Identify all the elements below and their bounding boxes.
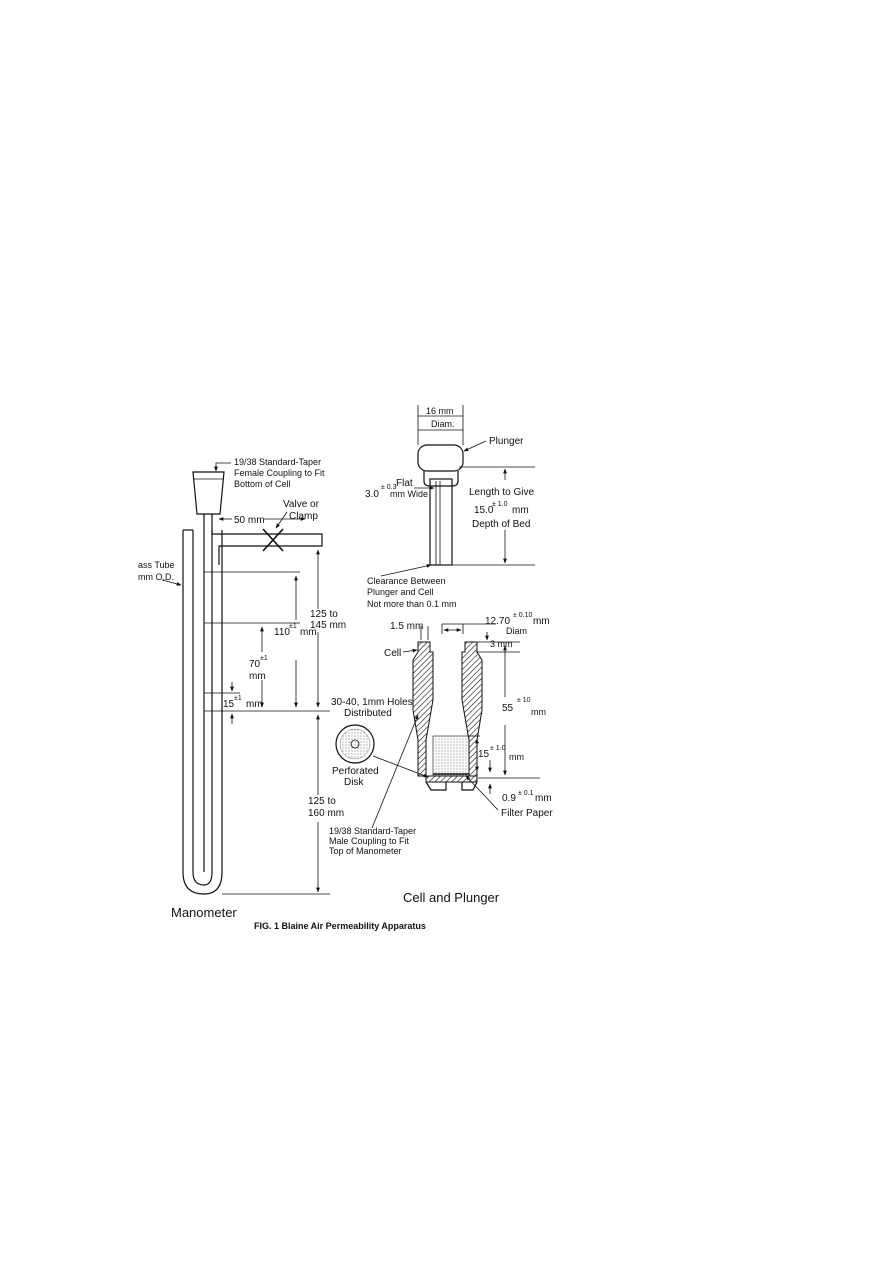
flat-value: 3.0 (365, 489, 379, 500)
dim-3mm: 3 mm (490, 639, 513, 649)
perforated-disk-line2: Disk (344, 777, 364, 788)
cell-diam-label: Diam (506, 626, 527, 636)
cell-diam-tol: ± 0.10 (513, 612, 533, 619)
flat-tol: ± 0.3 (381, 484, 397, 491)
holes-line2: Distributed (344, 708, 392, 719)
manometer-u-tube (182, 530, 223, 895)
dim-15-tol: ±1 (234, 695, 242, 702)
female-coupling (192, 471, 225, 515)
glass-tube-line1: ass Tube (138, 560, 175, 570)
cell-diam-value: 12.70 (485, 616, 510, 627)
dim-15-value: 15 (223, 699, 235, 710)
cell-label: Cell (384, 648, 401, 659)
coupling-female-line2: Female Coupling to Fit (234, 468, 325, 478)
plunger-drawing (380, 405, 535, 577)
length-to-give: Length to Give (469, 487, 534, 498)
side-arm (212, 533, 323, 565)
dim-70-value: 70 (249, 659, 261, 670)
manometer-drawing (161, 462, 330, 895)
flat-label: Flat (396, 478, 413, 489)
dim-15b-tol: ± 1.0 (490, 745, 506, 752)
perforated-disk-line1: Perforated (332, 766, 379, 777)
dim-09-tol: ± 0.1 (518, 790, 534, 797)
cell-drawing (335, 623, 540, 829)
cell-diam-unit: mm (533, 616, 550, 627)
figure-caption: FIG. 1 Blaine Air Permeability Apparatus (254, 921, 426, 931)
cell-labels: 12.70 ± 0.10 mm Diam 1.5 mm Cell 3 mm 30… (331, 612, 553, 905)
coupling-female-line3: Bottom of Cell (234, 479, 291, 489)
plunger-shaft (429, 478, 453, 566)
valve-label-line1: Valve or (283, 499, 320, 510)
filter-paper-label: Filter Paper (501, 808, 553, 819)
dim-15-unit: mm (246, 699, 263, 710)
manometer-labels: 19/38 Standard-Taper Female Coupling to … (138, 457, 416, 920)
perforated-disk-icon (335, 724, 375, 764)
coupling-male-line1: 19/38 Standard-Taper (329, 826, 416, 836)
dim-09-value: 0.9 (502, 793, 516, 804)
dim-125-160-line2: 160 mm (308, 808, 344, 819)
cell-plunger-title: Cell and Plunger (403, 890, 500, 905)
coupling-female-line1: 19/38 Standard-Taper (234, 457, 321, 467)
dim-110-value: 110 (274, 627, 290, 638)
coupling-male-line2: Male Coupling to Fit (329, 836, 410, 846)
depth-of-bed: Depth of Bed (472, 519, 530, 530)
dim-110-unit: mm (300, 627, 317, 638)
plunger-diam-label: Diam. (431, 419, 455, 429)
dim-09-unit: mm (535, 793, 552, 804)
clearance-line2: Plunger and Cell (367, 587, 434, 597)
glass-tube-line2: mm O.D. (138, 572, 174, 582)
clearance-line1: Clearance Between (367, 576, 446, 586)
dim-125-145-line1: 125 to (310, 609, 338, 620)
manometer-title: Manometer (171, 905, 237, 920)
clearance-line3: Not more than 0.1 mm (367, 599, 457, 609)
bed-unit: mm (512, 505, 529, 516)
cell-wall-left (412, 641, 434, 777)
side-arm-length: 50 mm (234, 515, 265, 526)
coupling-male-line3: Top of Manometer (329, 846, 402, 856)
plunger-label: Plunger (489, 436, 524, 447)
dim-55-value: 55 (502, 703, 514, 714)
dim-15b-unit: mm (509, 752, 524, 762)
bed-tol: ± 1.0 (492, 501, 508, 508)
holes-line1: 30-40, 1mm Holes (331, 697, 413, 708)
lip-thickness: 1.5 mm (390, 621, 423, 632)
dim-125-160-line1: 125 to (308, 796, 336, 807)
dim-15b-value: 15 (478, 749, 490, 760)
dim-70-unit: mm (249, 671, 266, 682)
dim-55-unit: mm (531, 707, 546, 717)
dim-125-145-line2: 145 mm (310, 620, 346, 631)
bed-value: 15.0 (474, 505, 494, 516)
dim-55-tol: ± 10 (517, 697, 531, 704)
plunger-diam-value: 16 mm (426, 406, 454, 416)
powder-bed (432, 735, 470, 777)
dim-110-tol: ±1 (289, 623, 297, 630)
plunger-cap (417, 444, 464, 472)
valve-label-line2: Clamp (289, 511, 318, 522)
dim-70-tol: ±1 (260, 655, 268, 662)
flat-unit: mm Wide (390, 489, 428, 499)
plunger-labels: 16 mm Diam. Plunger Flat 3.0 ± 0.3 mm Wi… (365, 406, 534, 609)
